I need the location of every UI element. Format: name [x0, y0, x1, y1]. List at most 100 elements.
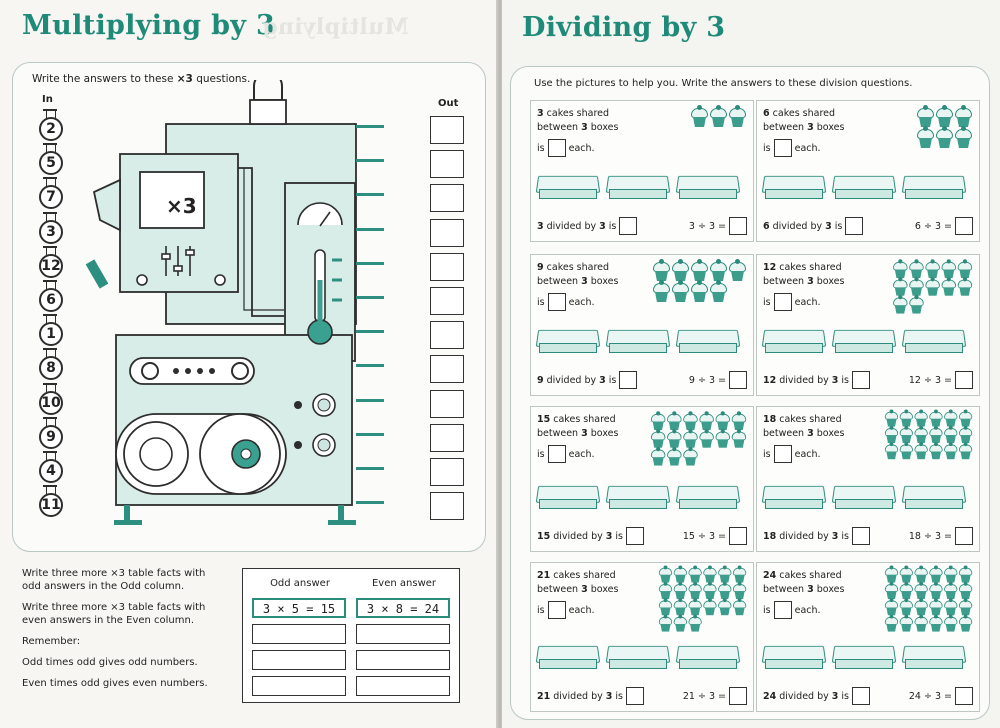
cupcake-icon [658, 565, 673, 583]
cupcake-case [690, 591, 701, 599]
book-spine [496, 0, 504, 728]
cupcake-case [690, 623, 701, 632]
cupcake-frosting [944, 442, 958, 453]
output-answer-box[interactable] [430, 287, 464, 315]
cupcake-case [916, 435, 927, 443]
output-answer-box[interactable] [430, 423, 464, 452]
equation-answer-box[interactable] [955, 527, 973, 545]
cupcake-case [938, 117, 951, 127]
equation-answer-box[interactable] [729, 687, 747, 705]
output-answer-box[interactable] [430, 150, 464, 179]
cupcake-icon [899, 425, 914, 443]
equation-answer-box[interactable] [729, 527, 747, 545]
cupcake-case [960, 451, 971, 460]
equation-answer-box[interactable] [729, 371, 747, 389]
flask-number: 8 [39, 356, 63, 381]
equation-answer-box[interactable] [955, 217, 973, 235]
cupcake-frosting [650, 446, 666, 459]
output-answer-box[interactable] [430, 252, 464, 281]
cupcake-case [675, 623, 686, 632]
tray-front [765, 659, 823, 669]
flask-neck [43, 177, 57, 187]
each-answer-box[interactable] [547, 139, 566, 157]
divided-answer-box[interactable] [851, 527, 870, 545]
cupcake-icon [958, 425, 973, 443]
cupcake-icon [899, 409, 914, 427]
each-answer-box[interactable] [773, 139, 792, 157]
output-answer-box[interactable] [430, 321, 464, 350]
cupcake-frosting [929, 409, 943, 420]
even-answer-input-3[interactable] [356, 676, 450, 696]
equation-answer-box[interactable] [729, 217, 747, 235]
flask-neck [43, 280, 57, 289]
output-answer-box[interactable] [430, 218, 464, 247]
cupcake-frosting [731, 429, 747, 441]
odd-answer-input-3[interactable] [252, 676, 346, 696]
cupcake-icon [943, 442, 958, 460]
cupcake-case [886, 418, 897, 427]
divided-answer-box[interactable] [845, 217, 864, 235]
flask-neck [43, 211, 57, 221]
output-pipe [356, 330, 384, 334]
cupcake-icon [699, 429, 715, 449]
input-flask: 11 [38, 485, 64, 520]
cupcake-icon [688, 565, 703, 583]
output-answer-box[interactable] [430, 492, 464, 521]
each-answer-box[interactable] [547, 445, 566, 463]
cupcake-icon [732, 598, 747, 616]
cupcake-frosting [699, 411, 714, 423]
cupcake-icon [929, 598, 944, 616]
cupcake-frosting [955, 126, 972, 139]
output-pipe [356, 125, 384, 128]
box-tray [761, 175, 827, 201]
divided-answer-box[interactable] [619, 371, 638, 389]
output-answer-box[interactable] [430, 458, 464, 486]
cupcake-icon [914, 598, 929, 616]
cupcake-frosting [914, 581, 928, 592]
odd-answer-input-1[interactable] [252, 624, 346, 644]
cupcake-case [733, 421, 745, 430]
cupcake-icon [673, 598, 688, 616]
divided-answer-box[interactable] [851, 687, 870, 705]
each-answer-box[interactable] [547, 601, 566, 619]
even-answer-input-1[interactable] [356, 624, 450, 644]
output-answer-box[interactable] [430, 389, 464, 418]
divided-answer-box[interactable] [619, 217, 638, 235]
each-answer-box[interactable] [547, 293, 566, 311]
each-answer-box[interactable] [773, 445, 792, 463]
cupcake-icon [899, 442, 914, 460]
output-answer-box[interactable] [430, 355, 464, 384]
output-answer-box[interactable] [430, 184, 464, 213]
odd-answer-input-2[interactable] [252, 650, 346, 670]
cupcake-frosting [914, 614, 928, 625]
even-answer-input-2[interactable] [356, 650, 450, 670]
cupcake-case [910, 287, 922, 296]
equation-answer-box[interactable] [955, 371, 973, 389]
input-flask: 4 [38, 451, 64, 486]
cupcake-case [652, 457, 664, 466]
cupcake-case [943, 287, 955, 296]
output-answer-box[interactable] [430, 116, 464, 144]
cupcake-frosting [958, 614, 973, 625]
cupcake-frosting [688, 581, 702, 592]
divided-answer-box[interactable] [851, 371, 870, 389]
flask-neck [43, 314, 57, 324]
divided-answer-box[interactable] [625, 527, 644, 545]
cupcake-icon [916, 105, 935, 128]
cupcake-icon [899, 581, 914, 599]
facts-instructions: Write three more ×3 table facts with odd… [22, 568, 208, 689]
multiplication-machine [85, 80, 357, 525]
each-answer-box[interactable] [773, 293, 792, 311]
in-label: In [42, 94, 53, 105]
divided-answer-box[interactable] [625, 687, 644, 705]
cupcake-frosting [917, 105, 934, 118]
each-answer-box[interactable] [773, 601, 792, 619]
cupcake-case [916, 607, 927, 616]
cupcake-case [894, 269, 906, 278]
equation-answer-box[interactable] [955, 687, 973, 705]
